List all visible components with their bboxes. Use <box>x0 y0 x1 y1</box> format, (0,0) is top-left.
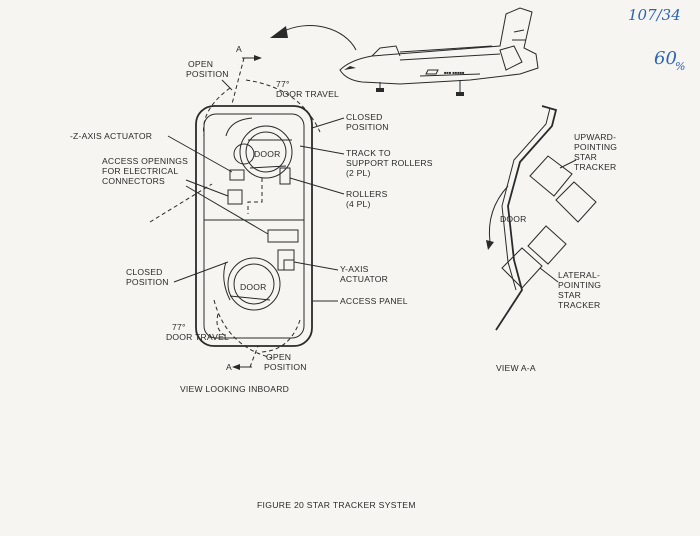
star-tracker-panel: DOOR DOOR <box>195 105 313 347</box>
door-travel-bottom-line1: 77° <box>172 322 186 332</box>
track-line3: (2 PL) <box>346 168 371 178</box>
closed-position-left-line1: CLOSED <box>126 267 163 277</box>
upper-door: DOOR <box>225 117 293 179</box>
access-openings-line1: ACCESS OPENINGS <box>102 156 188 166</box>
door-travel-top-line2: DOOR TRAVEL <box>276 89 339 99</box>
lateral-tracker-unit <box>501 225 567 289</box>
lateral-tracker-line3: STAR <box>558 290 581 300</box>
rollers-line2: (4 PL) <box>346 199 371 209</box>
section-marker-bottom: A <box>226 345 259 372</box>
upward-tracker-line2: POINTING <box>574 142 617 152</box>
lateral-tracker-line4: TRACKER <box>558 300 600 310</box>
view-aa-label: VIEW A-A <box>496 363 536 373</box>
y-axis-actuator-line1: Y-AXIS <box>340 264 369 274</box>
closed-position-top-line2: POSITION <box>346 122 389 132</box>
y-axis-actuator-line2: ACTUATOR <box>340 274 388 284</box>
upward-tracker-unit <box>529 155 597 223</box>
door-top-label: DOOR <box>254 149 281 159</box>
lateral-tracker-line2: POINTING <box>558 280 601 290</box>
track-line1: TRACK TO <box>346 148 391 158</box>
access-panel-label: ACCESS PANEL <box>340 296 408 306</box>
section-marker-top: A <box>231 44 262 105</box>
access-openings-line3: CONNECTORS <box>102 176 165 186</box>
open-position-top-line2: POSITION <box>186 69 229 79</box>
door-travel-arc-top <box>245 79 321 133</box>
figure-caption: FIGURE 20 STAR TRACKER SYSTEM <box>257 500 416 510</box>
door-bottom-label: DOOR <box>240 282 267 292</box>
door-section-label: DOOR <box>500 214 527 224</box>
upward-tracker-line4: TRACKER <box>574 162 616 172</box>
shuttle-orbiter-illustration: ■■■ ■■■■■ <box>339 7 539 96</box>
curved-arrow <box>270 25 357 51</box>
svg-text:■■■ ■■■■■: ■■■ ■■■■■ <box>444 70 465 75</box>
upward-tracker-line1: UPWARD- <box>574 132 616 142</box>
z-axis-actuator-label: -Z-AXIS ACTUATOR <box>70 131 152 141</box>
door-travel-top-line1: 77° <box>276 79 290 89</box>
open-swing-arc-bottom <box>261 319 301 353</box>
handwritten-note-1: 107/34 <box>628 6 681 24</box>
view-looking-inboard-label: VIEW LOOKING INBOARD <box>180 384 289 394</box>
open-position-top-line1: OPEN <box>188 59 213 69</box>
handwritten-note-2: 60 <box>654 48 677 69</box>
section-a-top-label: A <box>236 44 242 54</box>
closed-position-top-line1: CLOSED <box>346 112 383 122</box>
door-travel-arc-bottom <box>213 299 273 359</box>
section-a-bottom-label: A <box>226 362 232 372</box>
lateral-tracker-line1: LATERAL- <box>558 270 600 280</box>
rollers-line1: ROLLERS <box>346 189 388 199</box>
view-aa-section <box>486 105 597 331</box>
door-travel-bottom-line2: DOOR TRAVEL <box>166 332 229 342</box>
handwritten-note-3: % <box>675 60 685 73</box>
lower-door: DOOR <box>223 257 281 311</box>
track-line2: SUPPORT ROLLERS <box>346 158 433 168</box>
upward-tracker-line3: STAR <box>574 152 597 162</box>
closed-position-left-line2: POSITION <box>126 277 169 287</box>
access-opening-dashed-line <box>149 183 213 223</box>
access-openings-line2: FOR ELECTRICAL <box>102 166 178 176</box>
open-swing-arc-top <box>203 87 231 137</box>
open-position-bottom-line2: POSITION <box>264 362 307 372</box>
open-position-bottom-line1: OPEN <box>266 352 291 362</box>
